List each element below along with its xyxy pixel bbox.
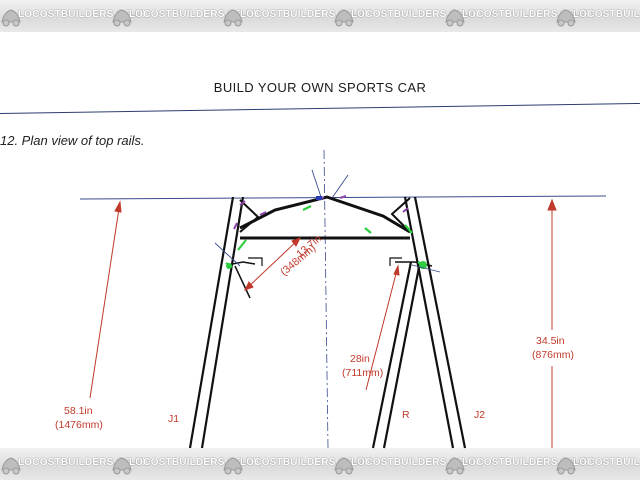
watermark-item: LOCOSTBUILDERS.CO.UK <box>0 448 150 480</box>
rail-length-metric: (711mm) <box>342 367 383 379</box>
watermark-text: LOCOSTBUILDERS.CO.UK <box>462 457 594 468</box>
dim-rail-length-line <box>365 265 399 391</box>
height-right-value: 34.5in <box>536 335 565 347</box>
height-left-value: 58.1in <box>64 405 93 417</box>
dim-height-right-arrow <box>547 198 557 211</box>
car-silhouette-icon <box>556 457 576 475</box>
watermark-item: LOCOSTBUILDERS.CO.UK <box>444 448 594 480</box>
r-member-outer <box>382 261 422 449</box>
car-silhouette-icon <box>1 457 21 475</box>
right-rail-inner <box>403 196 455 449</box>
blue-marker <box>316 196 322 200</box>
blue-annotation-marks <box>214 169 441 273</box>
dim-front-width-line <box>244 237 301 291</box>
watermark-item: LOCOSTBUILDERS.CO.UK <box>111 448 261 480</box>
left-bracket <box>248 257 263 266</box>
watermark-text: LOCOSTBUILDERS.CO.UK <box>351 9 483 20</box>
centerline <box>323 149 329 449</box>
label-j2: J2 <box>474 409 485 421</box>
watermark-item: LOCOSTBUILDERS.CO.UK <box>333 0 483 32</box>
dim-front-width-arrow-b <box>291 237 302 247</box>
watermark-text: LOCOSTBUILDERS.CO.UK <box>240 457 372 468</box>
watermark-item: LOCOSTBUILDERS.CO.UK <box>222 448 372 480</box>
green-dot-left <box>226 263 232 269</box>
height-right-metric: (876mm) <box>532 349 574 361</box>
label-j1: J1 <box>168 413 179 425</box>
car-silhouette-icon <box>445 457 465 475</box>
car-silhouette-icon <box>556 9 576 27</box>
height-left-metric: (1476mm) <box>55 419 103 431</box>
left-rail-diag <box>234 265 251 299</box>
figure-caption: 12. Plan view of top rails. <box>0 133 145 148</box>
left-rail-outer <box>188 196 235 449</box>
label-r: R <box>402 409 410 421</box>
watermark-text: LOCOSTBUILDERS.CO.UK <box>18 9 150 20</box>
car-silhouette-icon <box>223 9 243 27</box>
watermark-text: LOCOSTBUILDERS.CO.UK <box>129 9 261 20</box>
left-rail-inner <box>200 196 245 449</box>
watermark-item: LOCOSTBUILDERS.CO.UK <box>333 448 483 480</box>
right-bracket <box>389 257 402 266</box>
car-silhouette-icon <box>334 9 354 27</box>
car-silhouette-icon <box>112 457 132 475</box>
dim-height-left-line <box>89 201 121 399</box>
watermark-item: LOCOSTBUILDERS.CO.UK <box>555 448 640 480</box>
dim-rail-length-arrow <box>393 264 400 276</box>
watermark-item: LOCOSTBUILDERS.CO.UK <box>444 0 594 32</box>
car-silhouette-icon <box>334 457 354 475</box>
watermark-text: LOCOSTBUILDERS.CO.UK <box>573 457 640 468</box>
car-silhouette-icon <box>223 457 243 475</box>
left-joint <box>226 261 256 266</box>
dim-height-left-arrow <box>114 200 122 213</box>
watermark-item: LOCOSTBUILDERS.CO.UK <box>555 0 640 32</box>
purple-annotation-marks <box>233 195 409 230</box>
watermark-item: LOCOSTBUILDERS.CO.UK <box>222 0 372 32</box>
watermark-text: LOCOSTBUILDERS.CO.UK <box>573 9 640 20</box>
nose-front-left <box>239 199 260 233</box>
watermark-item: LOCOSTBUILDERS.CO.UK <box>111 0 261 32</box>
rail-length-value: 28in <box>350 353 370 365</box>
document-title: BUILD YOUR OWN SPORTS CAR <box>213 80 427 95</box>
watermark-text: LOCOSTBUILDERS.CO.UK <box>240 9 372 20</box>
car-silhouette-icon <box>1 9 21 27</box>
watermark-text: LOCOSTBUILDERS.CO.UK <box>18 457 150 468</box>
r-member-inner <box>371 261 413 449</box>
nose-frame <box>239 195 411 234</box>
watermark-item: LOCOSTBUILDERS.CO.UK <box>0 0 150 32</box>
watermark-text: LOCOSTBUILDERS.CO.UK <box>129 457 261 468</box>
watermark-text: LOCOSTBUILDERS.CO.UK <box>351 457 483 468</box>
car-silhouette-icon <box>112 9 132 27</box>
nose-front-right <box>390 197 411 233</box>
right-rail-outer <box>413 196 467 449</box>
car-silhouette-icon <box>445 9 465 27</box>
watermark-text: LOCOSTBUILDERS.CO.UK <box>462 9 594 20</box>
dim-front-width-arrow-a <box>243 281 254 291</box>
